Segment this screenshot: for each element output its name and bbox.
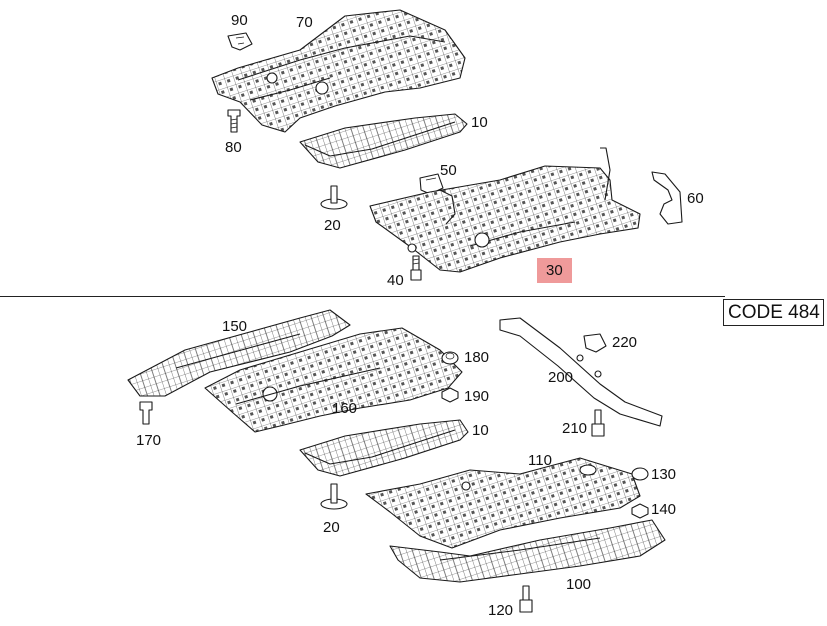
- part-10-side-trim-top[interactable]: [299, 113, 468, 169]
- part-40-bolt[interactable]: [410, 255, 422, 281]
- callout-140[interactable]: 140: [651, 501, 677, 518]
- callout-50[interactable]: 50: [440, 162, 457, 179]
- part-170-bolt[interactable]: [139, 401, 153, 425]
- part-190-nut[interactable]: [441, 387, 459, 403]
- callout-180[interactable]: 180: [464, 349, 490, 366]
- callout-150[interactable]: 150: [222, 318, 248, 335]
- callout-90[interactable]: 90: [231, 12, 248, 29]
- callout-210[interactable]: 210: [562, 420, 588, 437]
- part-80-bolt[interactable]: [227, 109, 241, 133]
- callout-60[interactable]: 60: [687, 190, 704, 207]
- part-180-grommet[interactable]: [441, 351, 459, 365]
- part-220-bracket[interactable]: [583, 333, 607, 353]
- callout-120[interactable]: 120: [488, 602, 514, 619]
- callout-130[interactable]: 130: [651, 466, 677, 483]
- part-200-strut[interactable]: [499, 317, 663, 427]
- part-140-nut[interactable]: [631, 503, 649, 519]
- callout-110[interactable]: 110: [528, 452, 552, 469]
- part-90-bracket[interactable]: [227, 32, 253, 51]
- part-120-bolt[interactable]: [519, 585, 533, 613]
- part-150-front-shield[interactable]: [127, 309, 351, 397]
- part-70-front-panel[interactable]: [211, 9, 466, 133]
- part-10-side-trim-bottom[interactable]: [299, 419, 469, 477]
- code-label: CODE 484: [723, 299, 824, 326]
- part-130-grommet[interactable]: [631, 467, 649, 481]
- callout-170[interactable]: 170: [136, 432, 162, 449]
- callout-40[interactable]: 40: [387, 272, 404, 289]
- part-100-lower-shield[interactable]: [389, 519, 666, 583]
- part-210-bolt[interactable]: [591, 409, 605, 437]
- callout-80[interactable]: 80: [225, 139, 242, 156]
- callout-30-highlighted[interactable]: 30: [537, 258, 572, 283]
- part-110-rear-panel[interactable]: [365, 457, 641, 549]
- part-20-pushpin-top[interactable]: [320, 185, 348, 210]
- callout-20-bottom[interactable]: 20: [323, 519, 340, 536]
- callout-10-bottom[interactable]: 10: [472, 422, 489, 439]
- callout-70[interactable]: 70: [296, 14, 313, 31]
- callout-10-top[interactable]: 10: [471, 114, 488, 131]
- callout-100[interactable]: 100: [566, 576, 592, 593]
- callout-190[interactable]: 190: [464, 388, 490, 405]
- part-20-pushpin-bottom[interactable]: [320, 483, 348, 510]
- callout-160[interactable]: 160: [332, 400, 358, 417]
- callout-20-top[interactable]: 20: [324, 217, 341, 234]
- part-30-main-panel[interactable]: [369, 147, 641, 273]
- callout-220[interactable]: 220: [612, 334, 638, 351]
- part-60-bracket[interactable]: [651, 171, 683, 225]
- part-160-center-panel[interactable]: [204, 327, 463, 433]
- callout-200[interactable]: 200: [548, 369, 574, 386]
- section-divider: [0, 296, 725, 297]
